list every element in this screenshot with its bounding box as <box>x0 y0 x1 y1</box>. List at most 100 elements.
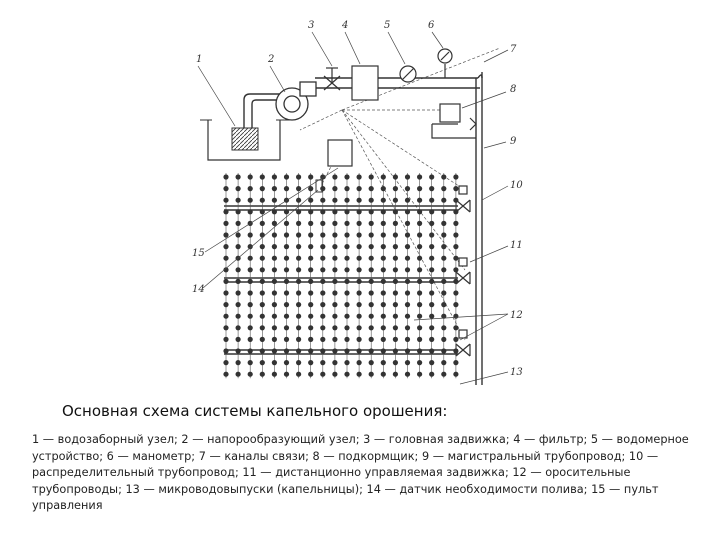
drip-emitter <box>271 278 277 284</box>
drip-emitter <box>271 255 277 261</box>
drip-emitter <box>223 255 229 261</box>
drip-emitter <box>296 232 302 238</box>
drip-emitter <box>259 278 265 284</box>
callout-8: 8 <box>510 84 516 95</box>
drip-emitter <box>247 232 253 238</box>
drip-emitter <box>429 325 435 331</box>
drip-emitter <box>283 267 290 273</box>
drip-emitter <box>392 244 398 250</box>
drip-emitter <box>392 174 398 180</box>
drip-emitter <box>332 278 338 284</box>
drip-emitter <box>417 336 423 342</box>
drip-emitter <box>271 220 277 226</box>
drip-emitter <box>247 255 253 261</box>
drip-emitter <box>259 186 265 192</box>
drip-emitter <box>308 371 314 377</box>
drip-emitter <box>271 209 277 215</box>
drip-emitter <box>441 313 447 319</box>
drip-emitter <box>368 220 374 226</box>
drip-emitter <box>332 232 338 238</box>
drip-emitter <box>259 302 265 308</box>
drip-emitter <box>344 360 350 366</box>
remote-valve <box>455 271 471 285</box>
drip-emitter <box>332 371 338 377</box>
drip-emitter <box>429 313 435 319</box>
drip-emitter <box>380 290 386 296</box>
drip-emitter <box>235 302 241 308</box>
drip-emitter <box>247 267 253 273</box>
drip-emitter <box>380 371 386 377</box>
callout-5: 5 <box>384 20 390 31</box>
drip-emitter <box>235 244 241 250</box>
drip-emitter <box>417 232 423 238</box>
drip-emitter <box>404 209 411 215</box>
drip-emitter <box>453 209 459 215</box>
drip-emitter <box>247 371 253 377</box>
drip-emitter <box>271 313 277 319</box>
drip-emitter <box>356 313 362 319</box>
drip-emitter <box>368 186 374 192</box>
drip-emitter <box>404 371 411 377</box>
drip-emitter <box>247 336 253 342</box>
drip-emitter <box>235 336 241 342</box>
drip-emitter <box>259 290 265 296</box>
drip-emitter <box>404 302 411 308</box>
drip-emitter <box>392 278 398 284</box>
drip-emitter <box>344 209 350 215</box>
drip-emitter <box>380 267 386 273</box>
drip-emitter <box>344 174 350 180</box>
callout-7: 7 <box>510 44 517 55</box>
drip-emitter <box>368 197 374 203</box>
drip-emitter <box>344 278 350 284</box>
drip-emitter <box>235 209 241 215</box>
drip-emitter <box>320 348 326 354</box>
drip-emitter <box>429 174 435 180</box>
drip-emitter <box>259 197 265 203</box>
drip-emitter <box>356 267 362 273</box>
drip-emitter <box>429 220 435 226</box>
drip-emitter <box>344 197 350 203</box>
drip-emitter <box>235 197 241 203</box>
drip-emitter <box>356 278 362 284</box>
drip-emitter <box>259 209 265 215</box>
drip-emitter <box>368 325 374 331</box>
callout-2: 2 <box>267 54 274 65</box>
drip-emitter <box>259 267 265 273</box>
drip-emitter <box>223 325 229 331</box>
drip-emitter <box>404 255 411 261</box>
drip-emitter <box>296 360 302 366</box>
drip-emitter <box>259 313 265 319</box>
diagram-legend-caption: 1 — водозаборный узел; 2 — напорообразую… <box>32 433 689 512</box>
drip-emitter <box>247 174 253 180</box>
drip-emitter <box>417 302 423 308</box>
drip-emitter <box>247 290 253 296</box>
drip-emitter <box>283 220 290 226</box>
drip-emitter <box>308 244 314 250</box>
drip-emitter <box>308 267 314 273</box>
drip-emitter <box>247 313 253 319</box>
drip-emitter <box>356 197 362 203</box>
drip-emitter <box>235 313 241 319</box>
drip-emitter <box>356 209 362 215</box>
drip-emitter <box>417 371 423 377</box>
drip-emitter <box>320 290 326 296</box>
drip-emitter <box>368 371 374 377</box>
drip-emitter <box>392 336 398 342</box>
drip-emitter <box>429 197 435 203</box>
drip-emitter <box>320 209 326 215</box>
drip-emitter <box>380 348 386 354</box>
drip-emitter <box>283 336 290 342</box>
drip-emitter <box>271 325 277 331</box>
drip-emitter <box>308 278 314 284</box>
drip-emitter <box>417 360 423 366</box>
drip-emitter <box>308 325 314 331</box>
remote-valve <box>455 199 471 213</box>
drip-emitter <box>235 360 241 366</box>
drip-emitter <box>404 174 411 180</box>
drip-emitter <box>320 336 326 342</box>
drip-emitter <box>380 220 386 226</box>
drip-emitter <box>223 174 229 180</box>
drip-emitter <box>296 371 302 377</box>
drip-emitter <box>296 278 302 284</box>
drip-emitter <box>247 348 253 354</box>
